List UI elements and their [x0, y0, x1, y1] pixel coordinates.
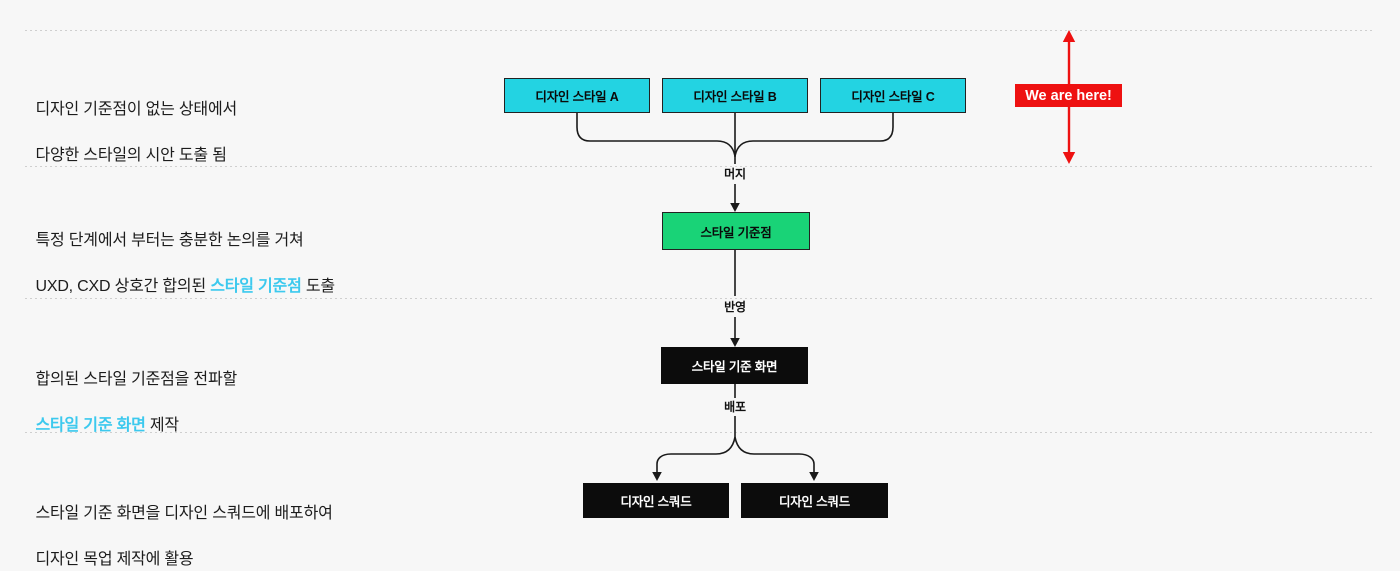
node-style-baseline: 스타일 기준점: [662, 212, 810, 250]
annotation-row2-line2-post: 도출: [301, 278, 335, 295]
arrow-to-screen-head: [730, 338, 740, 347]
annotation-row4: 스타일 기준 화면을 디자인 스쿼드에 배포하여 디자인 목업 제작에 활용: [27, 479, 333, 571]
split-right-head: [809, 472, 819, 481]
merge-connector-right: [734, 113, 894, 157]
split-connector-left: [656, 436, 736, 472]
annotation-row1-line1: 디자인 기준점이 없는 상태에서: [35, 101, 238, 118]
connector-label-reflect: 반영: [724, 300, 746, 314]
merge-connector-left: [576, 113, 736, 157]
annotation-row4-line1: 스타일 기준 화면을 디자인 스쿼드에 배포하여: [35, 505, 333, 522]
annotation-row1-line2: 다양한 스타일의 시안 도출 됨: [35, 147, 227, 164]
annotation-row2-line1: 특정 단계에서 부터는 충분한 논의를 거쳐: [35, 232, 304, 249]
annotation-row3-line1: 합의된 스타일 기준점을 전파할: [35, 371, 238, 388]
arrow-to-baseline-head: [730, 203, 740, 212]
node-design-style-b: 디자인 스타일 B: [662, 78, 808, 113]
connector-label-merge: 머지: [724, 167, 746, 181]
annotation-row3-line2-post: 제작: [145, 417, 179, 434]
divider-row2-3: [25, 298, 1375, 300]
split-connector-right: [734, 436, 815, 472]
divider-top: [25, 30, 1375, 32]
divider-row3-4: [25, 432, 1375, 434]
annotation-row4-line2: 디자인 목업 제작에 활용: [35, 551, 194, 568]
annotation-row1: 디자인 기준점이 없는 상태에서 다양한 스타일의 시안 도출 됨: [27, 75, 238, 167]
connector-label-deploy: 배포: [724, 400, 746, 414]
we-are-here-arrow-bottom: [1062, 152, 1076, 164]
annotation-row2-line2-pre: UXD, CXD 상호간 합의된: [35, 278, 211, 295]
annotation-row3: 합의된 스타일 기준점을 전파할 스타일 기준 화면 제작: [27, 345, 238, 437]
annotation-row2-accent: 스타일 기준점: [210, 278, 302, 295]
annotation-row3-accent: 스타일 기준 화면: [35, 417, 146, 434]
node-style-baseline-screen: 스타일 기준 화면: [661, 347, 808, 384]
we-are-here-badge: We are here!: [1015, 84, 1122, 107]
node-design-style-a: 디자인 스타일 A: [504, 78, 650, 113]
node-design-squad-left: 디자인 스쿼드: [583, 483, 729, 518]
node-design-squad-right: 디자인 스쿼드: [741, 483, 888, 518]
annotation-row2: 특정 단계에서 부터는 충분한 논의를 거쳐 UXD, CXD 상호간 합의된 …: [27, 206, 336, 298]
split-left-head: [652, 472, 662, 481]
divider-row1-2: [25, 166, 1375, 168]
node-design-style-c: 디자인 스타일 C: [820, 78, 966, 113]
